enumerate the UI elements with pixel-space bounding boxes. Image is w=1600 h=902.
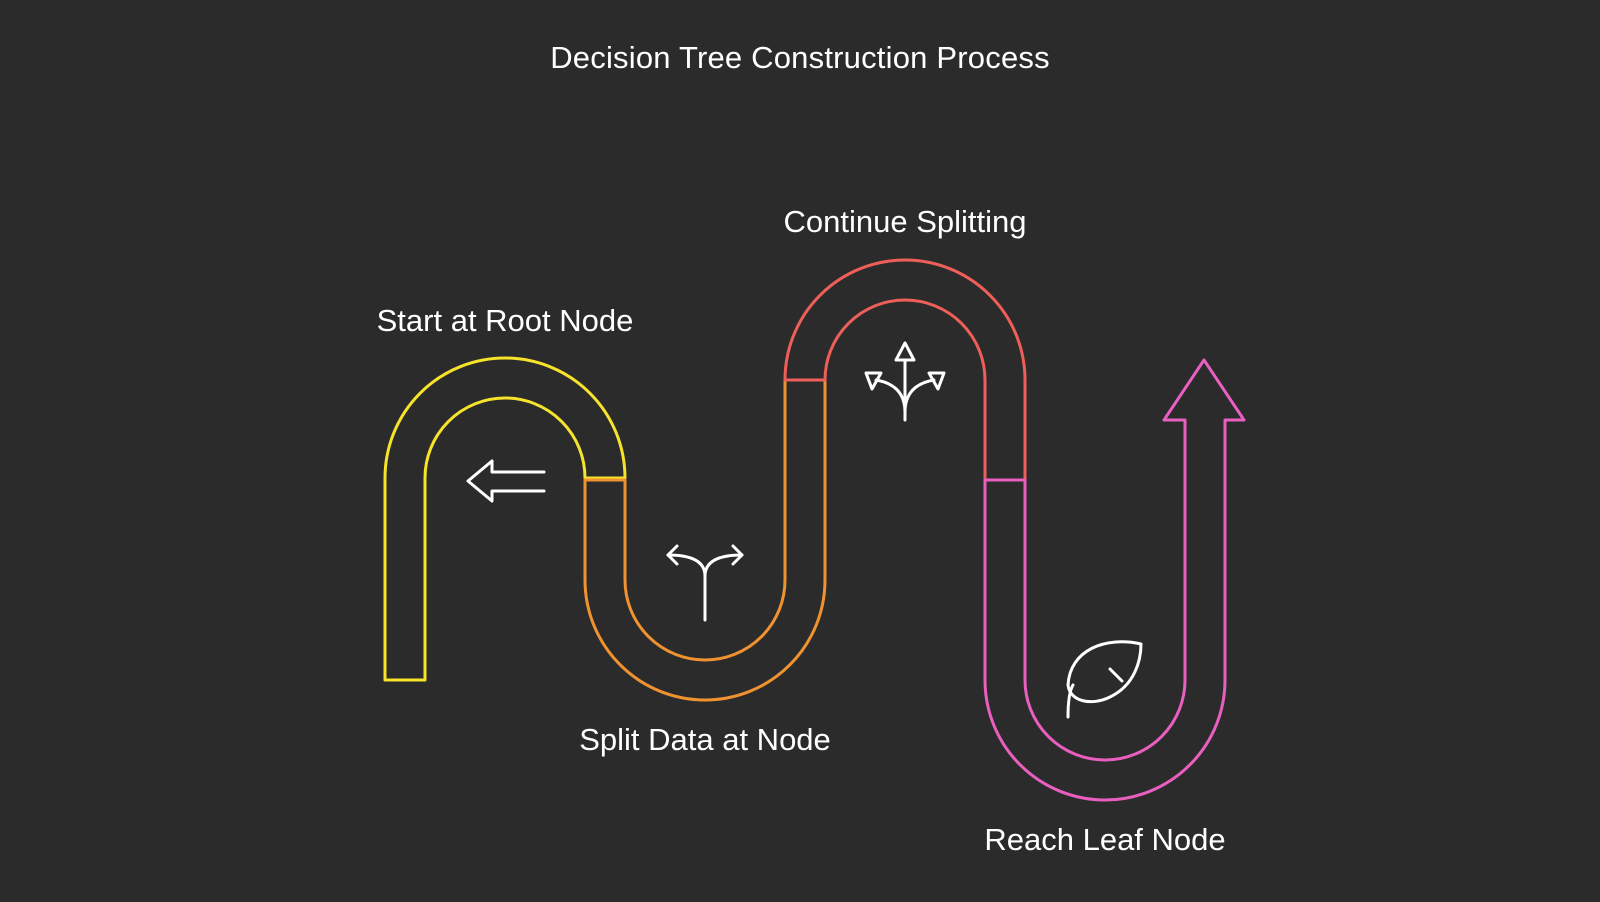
- leaf-icon: [1066, 640, 1143, 719]
- step-label-split-data: Split Data at Node: [579, 722, 831, 757]
- segment-split-data: [583, 378, 827, 702]
- step-label-start-root: Start at Root Node: [376, 303, 634, 338]
- segment-continue-splitting: [783, 258, 1027, 482]
- segment-reach-leaf: [983, 358, 1246, 802]
- arrow-left-dashed-icon: [466, 459, 546, 503]
- step-label-continue-splitting: Continue Splitting: [783, 204, 1027, 239]
- diagram-title: Decision Tree Construction Process: [550, 40, 1050, 75]
- step-label-reach-leaf: Reach Leaf Node: [984, 822, 1226, 857]
- fork-split-icon: [666, 544, 744, 622]
- segment-start-root: [383, 356, 627, 682]
- three-way-split-icon: [864, 341, 946, 422]
